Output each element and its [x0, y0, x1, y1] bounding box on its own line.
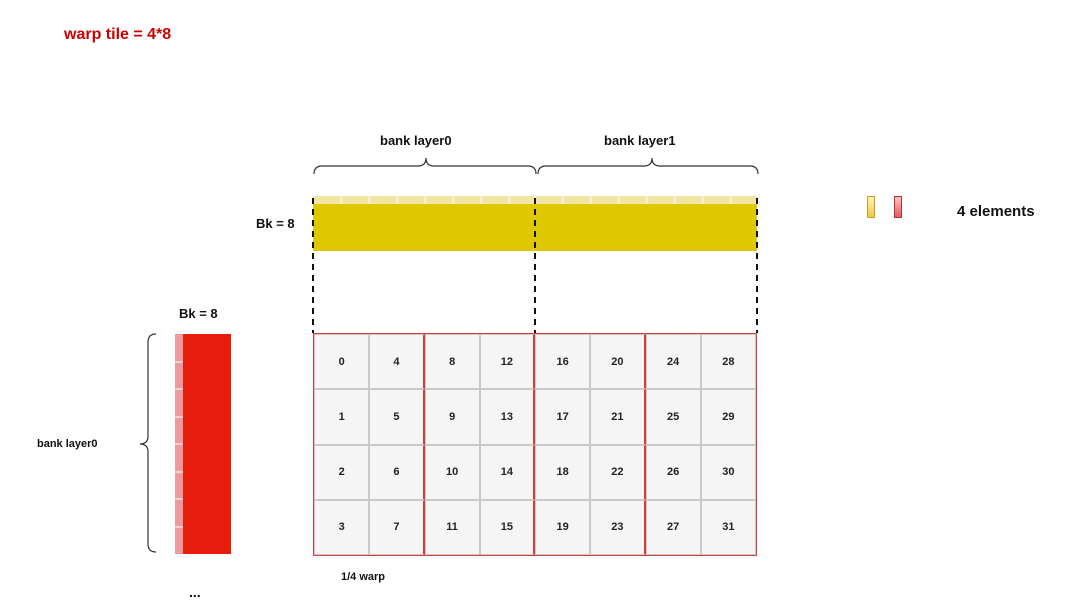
grid-cell: 12 — [479, 334, 535, 390]
grid-cell: 5 — [369, 389, 425, 445]
grid-cell: 19 — [535, 499, 591, 555]
red-block — [183, 334, 231, 554]
grid-cell: 21 — [590, 389, 646, 445]
grid-cell: 23 — [590, 499, 646, 555]
grid-cell: 11 — [424, 499, 480, 555]
top-label-layer1: bank layer1 — [604, 133, 676, 148]
bk-label-left: Bk = 8 — [179, 306, 218, 321]
left-brace — [139, 333, 157, 553]
grid-cell: 14 — [479, 444, 535, 500]
grid-cell: 10 — [424, 444, 480, 500]
top-brace-layer1 — [537, 157, 759, 175]
grid-cell: 9 — [424, 389, 480, 445]
legend-red-swatch — [894, 196, 902, 218]
grid-cell: 16 — [535, 334, 591, 390]
grid-cell: 13 — [479, 389, 535, 445]
diagram-title: warp tile = 4*8 — [64, 26, 172, 43]
grid-cell: 28 — [700, 334, 756, 390]
grid-cell: 0 — [314, 334, 370, 390]
grid-cell: 25 — [645, 389, 701, 445]
grid-cell: 1 — [314, 389, 370, 445]
red-stripe-ticks — [175, 361, 183, 528]
grid-cell: 27 — [645, 499, 701, 555]
grid-cell: 18 — [535, 444, 591, 500]
top-label-layer0: bank layer0 — [380, 133, 452, 148]
grid-cell: 8 — [424, 334, 480, 390]
grid-cell: 22 — [590, 444, 646, 500]
grid-cell: 20 — [590, 334, 646, 390]
grid-cell: 24 — [645, 334, 701, 390]
grid-cell: 15 — [479, 499, 535, 555]
grid-cell: 4 — [369, 334, 425, 390]
grid-cell: 30 — [700, 444, 756, 500]
bk-label-top: Bk = 8 — [256, 216, 295, 231]
grid-cell: 3 — [314, 499, 370, 555]
left-label-layer0: bank layer0 — [37, 438, 98, 450]
legend-yellow-swatch — [867, 196, 875, 218]
dashed-guides — [312, 198, 758, 333]
grid-cell: 7 — [369, 499, 425, 555]
grid-cell: 26 — [645, 444, 701, 500]
grid-cell: 31 — [700, 499, 756, 555]
grid-cell: 29 — [700, 389, 756, 445]
grid-cell: 2 — [314, 444, 370, 500]
quarter-warp-label: 1/4 warp — [341, 571, 386, 583]
grid-cell: 17 — [535, 389, 591, 445]
legend-label: 4 elements — [957, 203, 1035, 220]
top-brace-layer0 — [313, 157, 537, 175]
ellipsis: ... — [189, 584, 201, 600]
grid-cell: 6 — [369, 444, 425, 500]
